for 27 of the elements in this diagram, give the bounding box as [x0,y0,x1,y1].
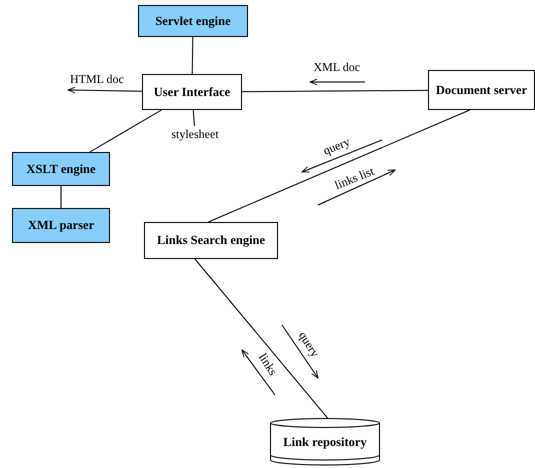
connector-line [192,36,194,74]
connector-line [60,186,62,208]
node-label: Servlet engine [155,14,231,28]
flow-label: links list [332,163,376,193]
connector-line [192,110,195,126]
node-label: XSLT engine [26,162,96,176]
process-box [144,222,278,259]
node-label: User Interface [154,84,230,100]
component-box [12,208,110,243]
node-label: Links Search engine [156,233,266,248]
node-label: Document server [436,82,528,98]
node-label: XML parser [28,218,94,233]
edge-label: HTML doc [70,72,124,87]
node-label: Link repository [283,434,367,450]
annotation-text: stylesheet [165,126,225,142]
connector-line [242,90,428,92]
connector-line [208,110,470,222]
arrow [68,86,142,94]
flow-label: query [320,134,352,158]
connector-line [89,110,162,152]
process-box [142,74,242,110]
connector-line [194,258,329,420]
flow-label: XML doc [314,60,360,74]
database-cylinder [270,418,380,466]
component-box [12,152,110,186]
component-box [138,5,248,37]
process-box [428,70,535,110]
